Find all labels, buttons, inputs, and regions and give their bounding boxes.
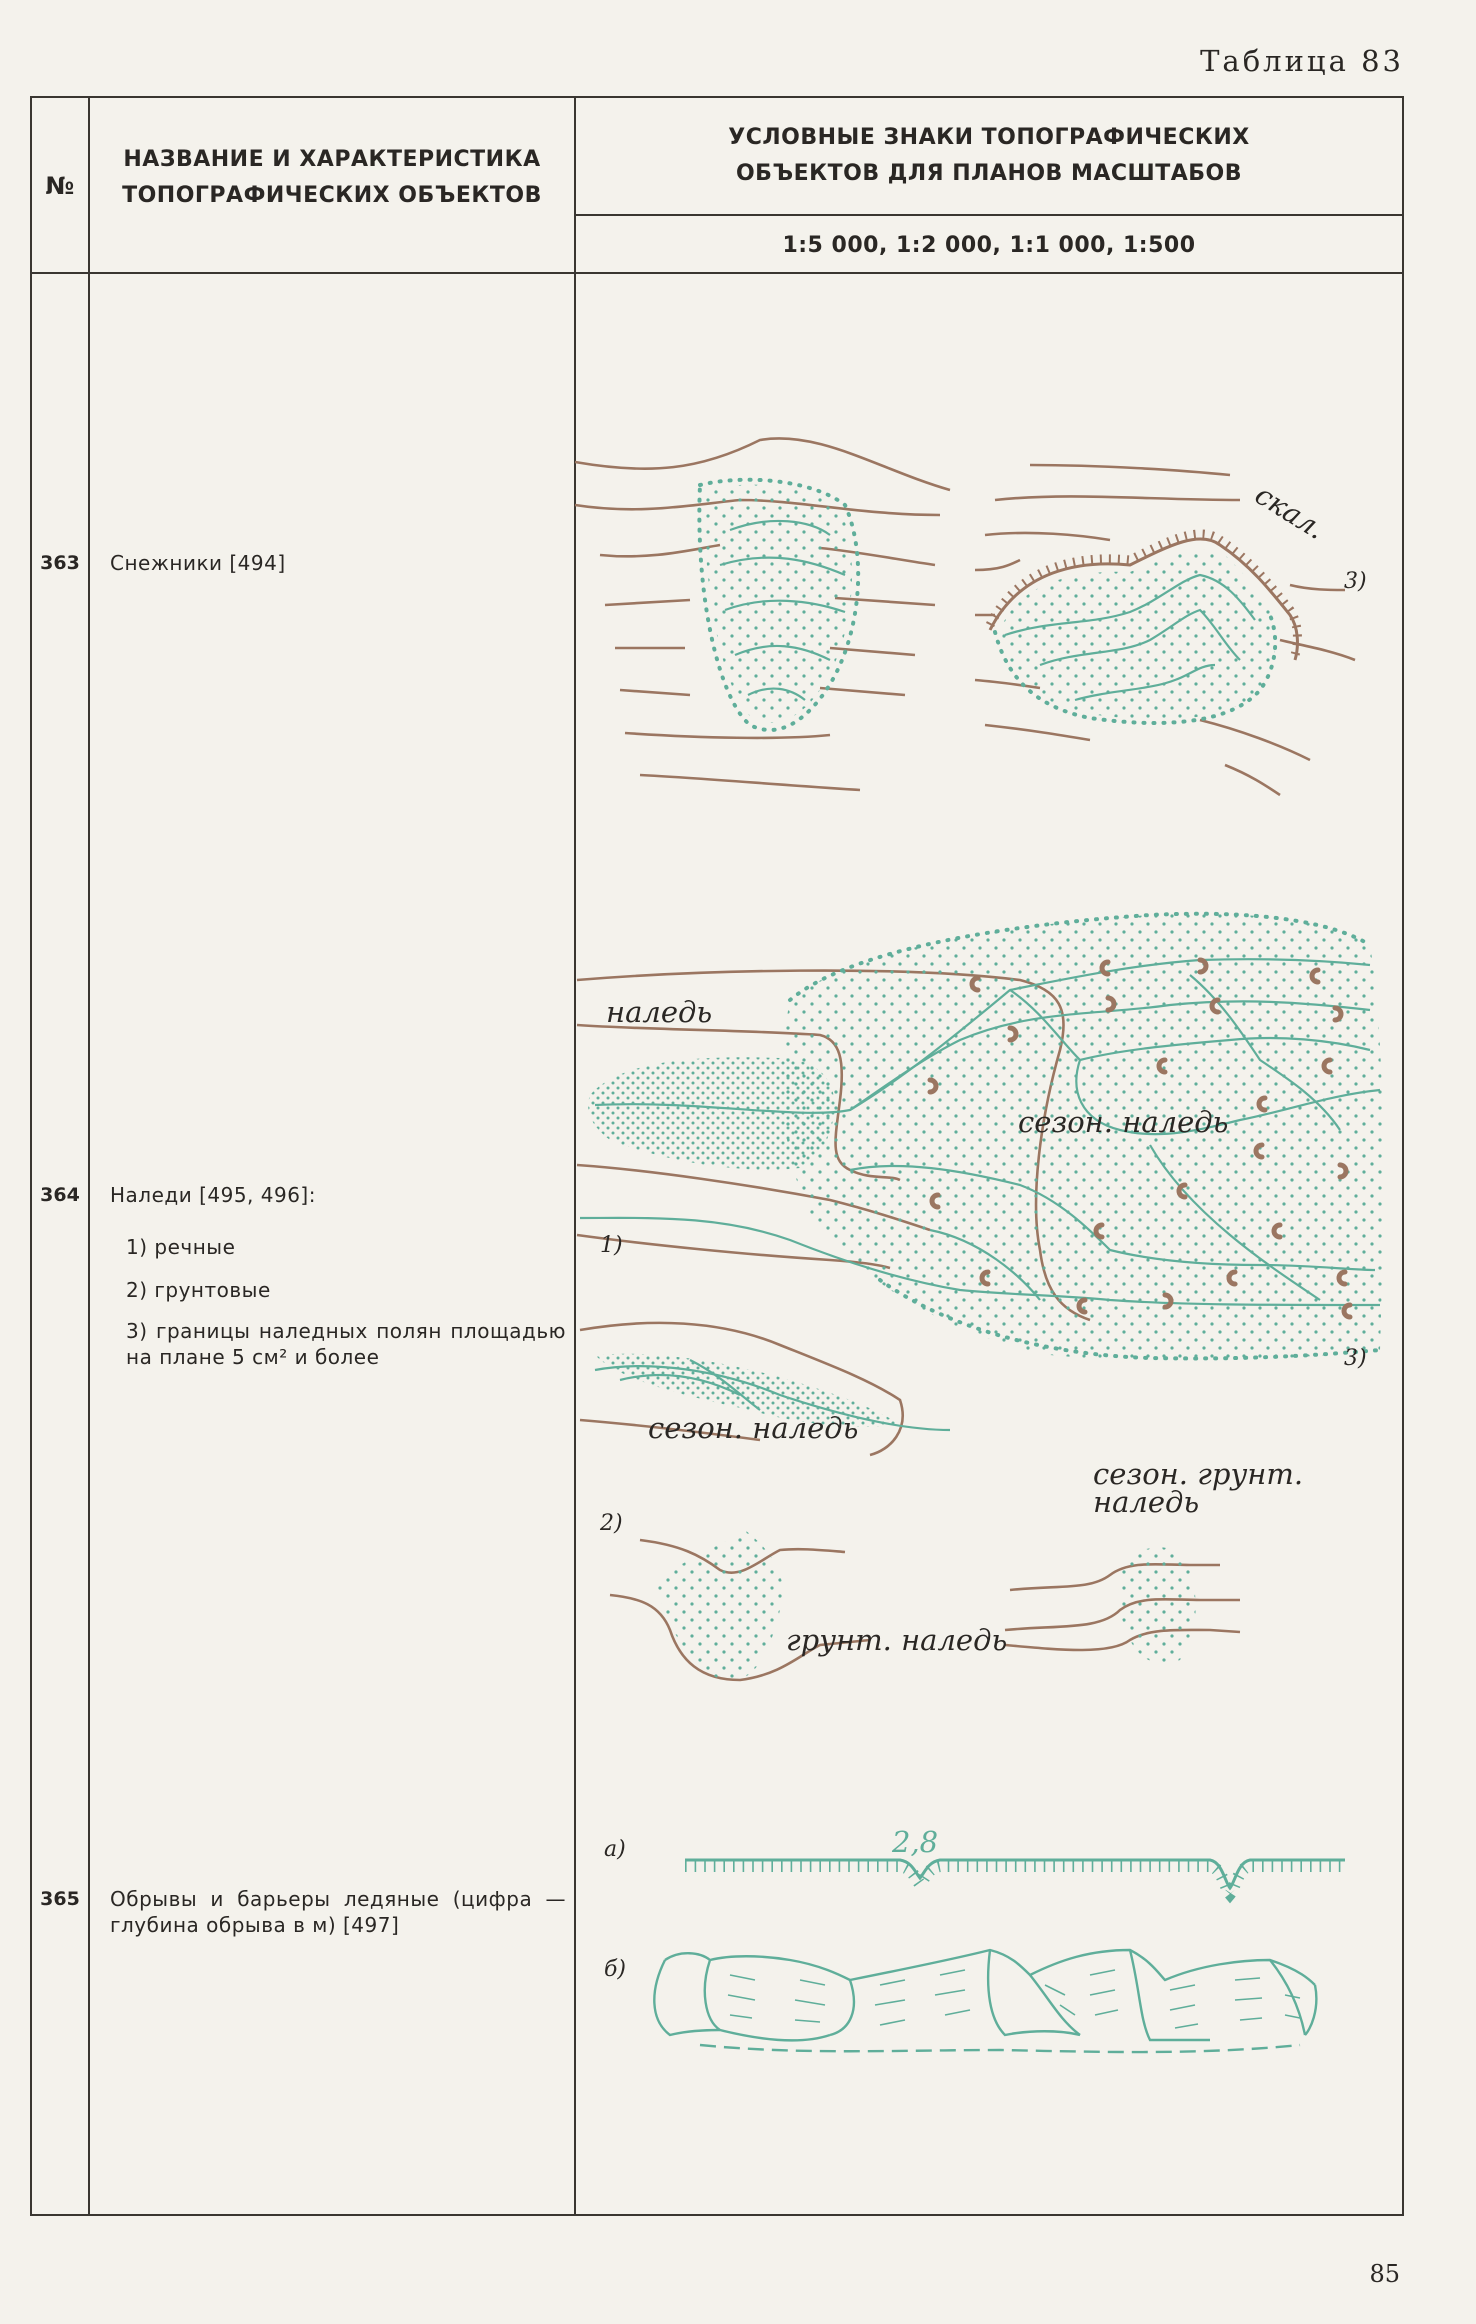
label-sezon-grunt-2: наледь: [1093, 1485, 1199, 1519]
label-sezon-naled-2: сезон. наледь: [648, 1411, 858, 1445]
marker-a: а): [604, 1837, 626, 1862]
scarp-depth-label: 2,8: [891, 1825, 938, 1859]
header-symbols-line-1: УСЛОВНЫЕ ЗНАКИ ТОПОГРАФИЧЕСКИХ: [728, 125, 1250, 150]
row-364-item-2: 2) грунтовые: [126, 1278, 271, 1302]
marker-2: 2): [599, 1511, 623, 1536]
row-363-name: Снежники [494]: [110, 551, 286, 575]
row-365-name: Обрывы и барьеры ледяные (цифра — глубин…: [110, 1887, 566, 1937]
label-sezon-naled-1: сезон. наледь: [1018, 1105, 1228, 1139]
row-363-num: 363: [40, 552, 80, 574]
row-364-name: Наледи [495, 496]:: [110, 1183, 316, 1207]
header-name-line-1: НАЗВАНИЕ И ХАРАКТЕРИСТИКА: [123, 147, 541, 172]
snowfield-symbol-left: [574, 437, 951, 792]
row-364-num: 364: [40, 1184, 80, 1206]
marker-3b: 3): [1344, 1346, 1367, 1371]
row-364-item-1: 1) речные: [126, 1235, 236, 1259]
page-number: 85: [1369, 2260, 1400, 2288]
header-num: №: [45, 172, 75, 200]
label-sezon-grunt-1: сезон. грунт.: [1093, 1457, 1303, 1491]
label-naled: наледь: [606, 995, 712, 1029]
marker-b: б): [604, 1957, 626, 1982]
table-label: Таблица 83: [1200, 44, 1404, 78]
marker-1: 1): [600, 1233, 623, 1258]
rock-label: скал.: [1249, 478, 1331, 546]
marker-3a: 3): [1344, 569, 1367, 594]
icing-ground-symbol: грунт. наледь: [609, 1530, 1241, 1682]
ice-barrier-symbol-b: б): [604, 1948, 1318, 2054]
header-name-line-2: ТОПОГРАФИЧЕСКИХ ОБЪЕКТОВ: [122, 183, 542, 208]
header-name-col: НАЗВАНИЕ И ХАРАКТЕРИСТИКА ТОПОГРАФИЧЕСКИ…: [90, 142, 574, 214]
snowfield-symbol-right: скал.: [974, 463, 1356, 797]
row-364-item-3: 3) границы наледных полян площадью на пл…: [126, 1319, 566, 1369]
ice-scarp-symbol-a: 2,8 а): [604, 1825, 1345, 1904]
header-symbols-col: УСЛОВНЫЕ ЗНАКИ ТОПОГРАФИЧЕСКИХ ОБЪЕКТОВ …: [576, 120, 1402, 192]
header-symbols-line-2: ОБЪЕКТОВ ДЛЯ ПЛАНОВ МАСШТАБОВ: [735, 161, 1243, 186]
icing-small-river-symbol: сезон. наледь сезон. грунт. наледь 2): [579, 1321, 1303, 1536]
header-scales: 1:5 000, 1:2 000, 1:1 000, 1:500: [782, 233, 1196, 258]
row-365-num: 365: [40, 1888, 80, 1910]
icing-river-symbol: наледь сезон. наледь 3) 1) 3): [576, 569, 1383, 1371]
label-grunt-naled: грунт. наледь: [786, 1623, 1007, 1657]
